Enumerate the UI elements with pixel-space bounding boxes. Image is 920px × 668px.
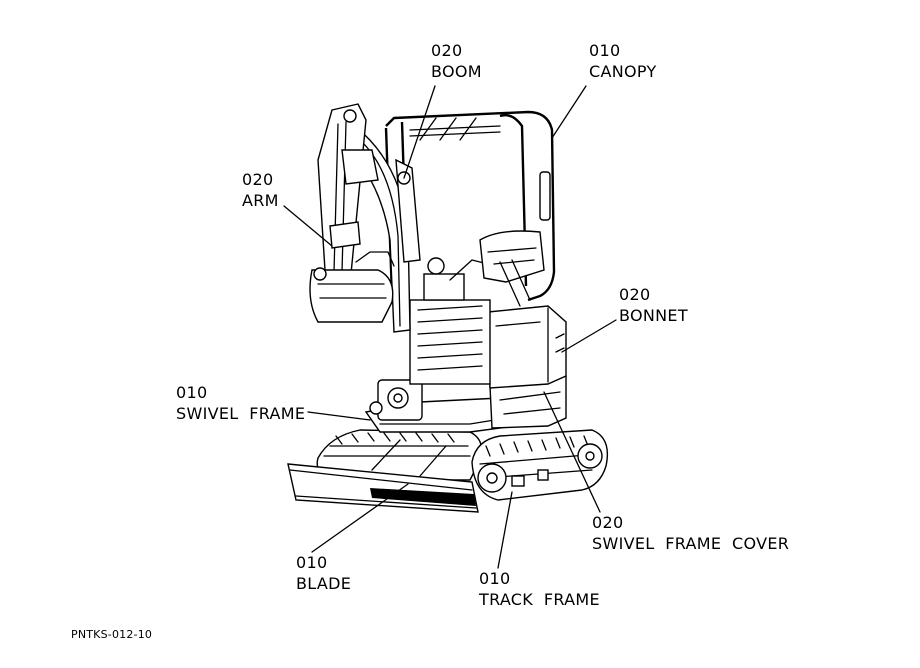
bonnet-code: 020 xyxy=(619,285,651,304)
blade-label: BLADE xyxy=(296,574,352,593)
track-frame xyxy=(471,429,609,501)
track-frame-code: 010 xyxy=(479,569,511,588)
callout-track-frame: 010 TRACK FRAME xyxy=(479,568,600,610)
callout-swivel-frame: 010 SWIVEL FRAME xyxy=(176,382,305,424)
bonnet xyxy=(487,305,567,389)
callout-bonnet: 020 BONNET xyxy=(619,284,688,326)
callout-swivel-frame-cover: 020 SWIVEL FRAME COVER xyxy=(592,512,789,554)
seat xyxy=(479,230,545,307)
leader-lines xyxy=(283,85,617,569)
track-frame-label: TRACK FRAME xyxy=(479,590,600,609)
engine-area xyxy=(409,257,491,385)
bonnet-label: BONNET xyxy=(619,306,688,325)
arm-label: ARM xyxy=(242,191,279,210)
boom-label: BOOM xyxy=(431,62,482,81)
canopy-code: 010 xyxy=(589,41,621,60)
arm-code: 020 xyxy=(242,170,274,189)
blade-code: 010 xyxy=(296,553,328,572)
callout-canopy: 010 CANOPY xyxy=(589,40,657,82)
swivel-frame-cover-label: SWIVEL FRAME COVER xyxy=(592,534,790,553)
canopy-label: CANOPY xyxy=(589,62,657,81)
reference-code: PNTKS-012-10 xyxy=(71,628,153,641)
swivel-frame-cover-code: 020 xyxy=(592,513,624,532)
arm xyxy=(317,103,379,287)
boom-code: 020 xyxy=(431,41,463,60)
bucket xyxy=(309,251,395,323)
swivel-frame-code: 010 xyxy=(176,383,208,402)
callout-blade: 010 BLADE xyxy=(296,552,351,594)
callout-boom: 020 BOOM xyxy=(431,40,482,82)
callout-arm: 020 ARM xyxy=(242,169,279,211)
swivel-frame-label: SWIVEL FRAME xyxy=(176,404,306,423)
